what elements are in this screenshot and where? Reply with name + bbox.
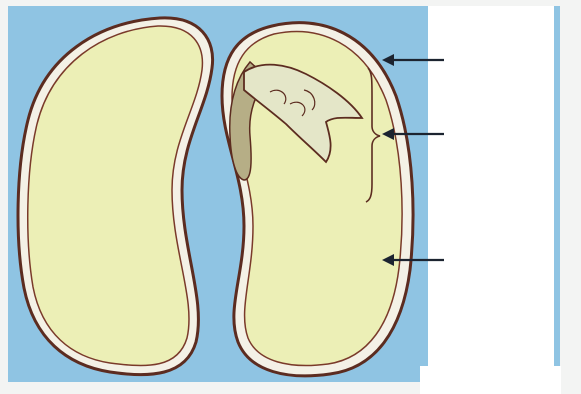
right-cotyledon xyxy=(222,23,413,376)
label-box-bottom xyxy=(420,366,561,394)
label-box xyxy=(428,6,554,366)
